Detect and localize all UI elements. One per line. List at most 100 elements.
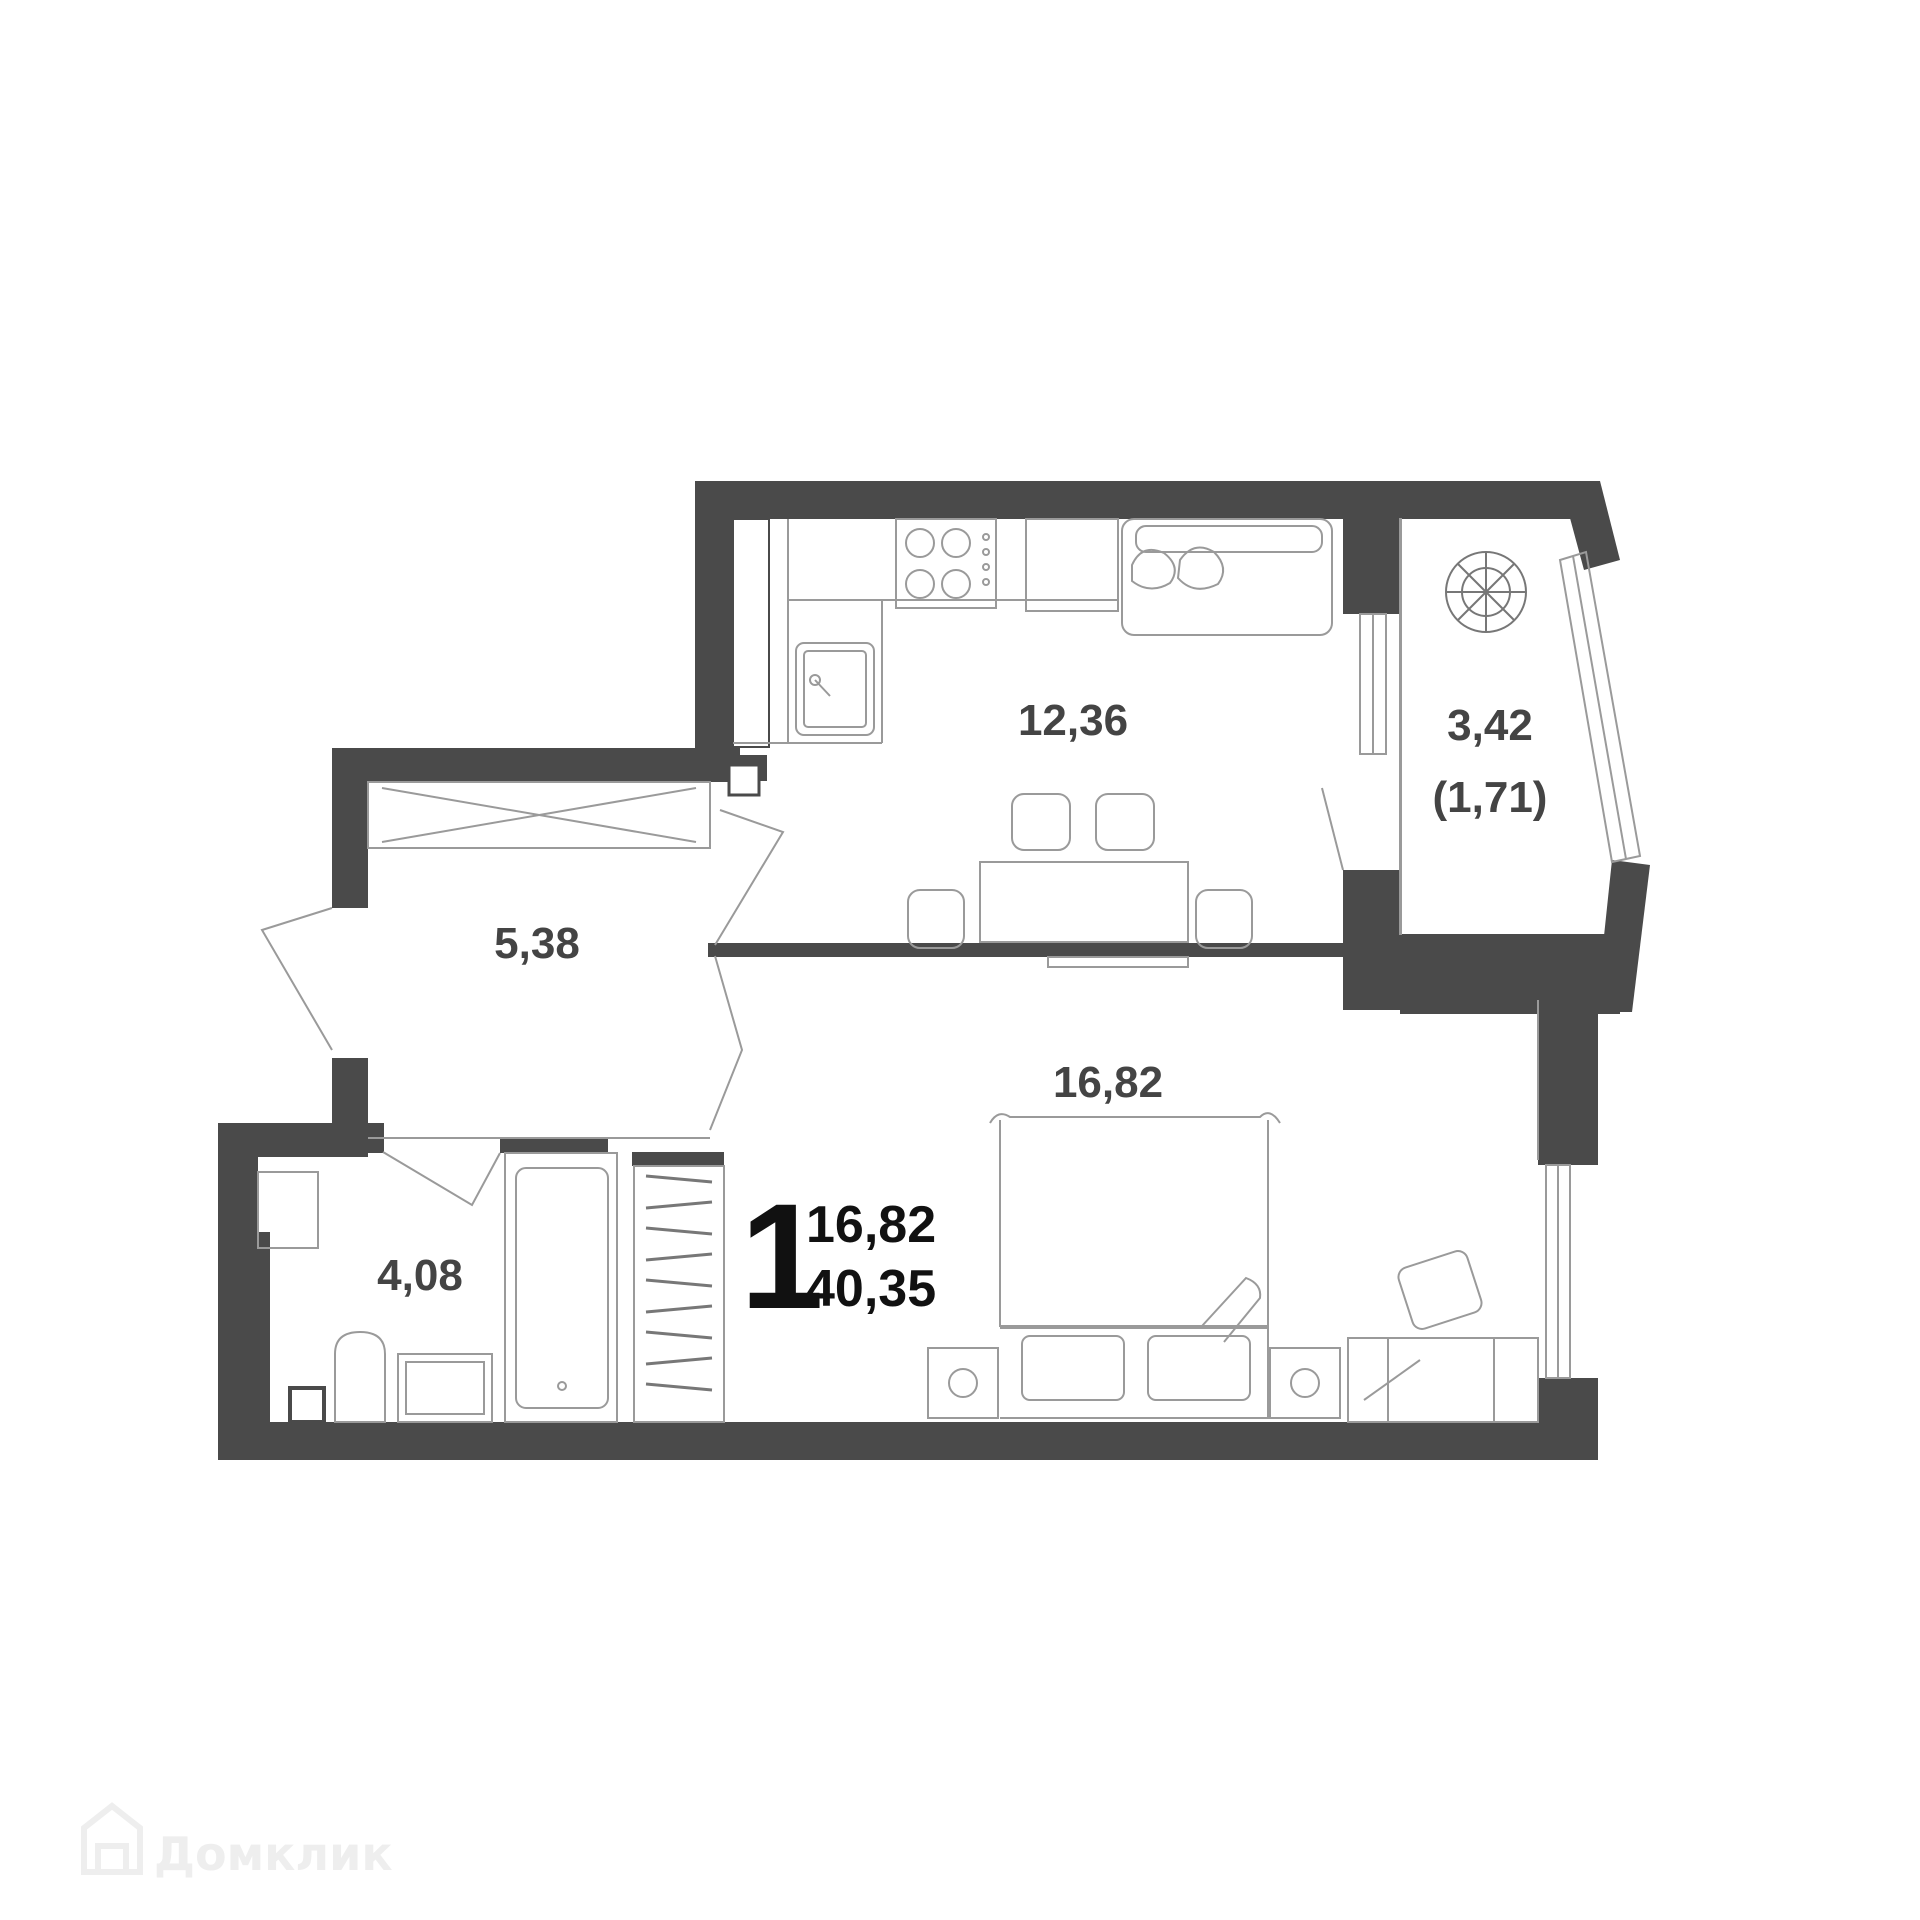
wall-balcony-bottom	[1400, 934, 1620, 1014]
bathtub	[504, 1152, 618, 1423]
balcony-window	[1558, 550, 1642, 864]
hanger-line	[645, 1356, 713, 1366]
bath-sink-basin	[405, 1361, 485, 1415]
hall-wardrobe-diag-2	[381, 787, 697, 843]
burner-2	[941, 528, 971, 558]
wall-left-mid	[332, 1058, 368, 1123]
bedside-right	[1269, 1347, 1341, 1419]
kitchen-sofa-back	[1135, 525, 1323, 553]
tv	[1047, 956, 1189, 968]
wall-kitchen-left-outer	[695, 481, 733, 773]
area-labels: 12,36 5,38 16,82 4,08 3,42 (1,71)	[377, 696, 1547, 1300]
pillow-2	[1147, 1335, 1251, 1401]
desk	[1347, 1337, 1539, 1423]
wall-bath-inner-strip	[256, 1232, 270, 1422]
dining-table	[979, 861, 1189, 943]
burner-1	[905, 528, 935, 558]
kitchen-sink	[795, 642, 875, 736]
column-kitchen-left	[732, 518, 770, 748]
wall-kitchen-living	[708, 943, 1348, 957]
area-label-balcony-reduced: (1,71)	[1433, 773, 1548, 822]
chair-top-right	[1095, 793, 1155, 851]
kitchen-sink-basin	[803, 650, 867, 728]
wall-balcony-top	[1560, 481, 1620, 570]
cushion-1	[1131, 549, 1176, 590]
living-area-total: 16,82	[806, 1196, 936, 1254]
bed-head	[1000, 1327, 1269, 1419]
hall-wardrobe	[367, 781, 711, 849]
fixtures	[257, 518, 1642, 1423]
wall-kitchen-balcony-lower	[1343, 870, 1400, 1010]
hanger-line	[645, 1200, 713, 1210]
wall-hall-top	[332, 748, 740, 782]
wall-bath-top-left	[218, 1123, 368, 1157]
knob-3	[982, 563, 990, 571]
wall-bath-right-top	[500, 1137, 608, 1153]
plant-icon	[1445, 551, 1527, 633]
sink-tap	[814, 679, 831, 697]
wall-right-upper	[1538, 990, 1598, 1165]
home-logo-icon	[81, 1802, 143, 1875]
wall-bath-left	[218, 1123, 258, 1460]
wall-right-lower	[1538, 1378, 1598, 1460]
area-label-kitchen: 12,36	[1018, 696, 1128, 745]
total-area: 40,35	[806, 1260, 936, 1318]
wall-wardrobe-top	[632, 1152, 724, 1166]
knob-4	[982, 578, 990, 586]
bed	[999, 1120, 1269, 1327]
area-label-hall: 5,38	[494, 919, 580, 968]
bathtub-inner	[515, 1167, 609, 1409]
lamp-right	[1290, 1368, 1320, 1398]
watermark-text: Домклик	[154, 1827, 393, 1881]
burner-4	[941, 569, 971, 599]
kitchen-counter	[787, 519, 1119, 601]
toilet	[334, 1330, 386, 1423]
desk-lamp	[1363, 1359, 1421, 1401]
balcony-inner-edge	[1399, 518, 1402, 935]
area-label-bathroom: 4,08	[377, 1251, 463, 1300]
bedside-left	[927, 1347, 999, 1419]
cushion-2	[1176, 546, 1225, 590]
bathroom-door	[382, 1151, 501, 1207]
walls	[218, 481, 1650, 1460]
hanger-line	[645, 1278, 713, 1288]
bathtub-drain	[557, 1381, 567, 1391]
entry-door	[260, 907, 333, 1051]
wall-kitchen-balcony-upper	[1343, 519, 1400, 614]
bed-footboard	[989, 1112, 1281, 1124]
wall-top	[695, 481, 1600, 519]
wall-left-upper	[332, 748, 368, 908]
kitchen-sofa	[1121, 518, 1333, 636]
hangers	[645, 1174, 713, 1392]
shaft-bathroom	[288, 1386, 326, 1424]
area-label-balcony: 3,42	[1447, 701, 1533, 750]
shaft-small	[727, 763, 761, 797]
watermark: Домклик	[81, 1802, 393, 1881]
wall-bottom	[218, 1422, 1598, 1460]
chair-left	[907, 889, 965, 949]
burner-3	[905, 569, 935, 599]
balcony-door	[1321, 787, 1344, 871]
hanger-line	[645, 1252, 713, 1262]
chair-top-left	[1011, 793, 1071, 851]
rooms-count: 1	[740, 1172, 823, 1340]
hanger-line	[645, 1226, 713, 1236]
fridge	[1025, 518, 1119, 612]
hanger-line	[645, 1174, 713, 1184]
knob-1	[982, 533, 990, 541]
washing-machine	[257, 1171, 319, 1249]
blanket-fold	[1201, 1276, 1262, 1343]
hanger-line	[645, 1330, 713, 1340]
chair-right	[1195, 889, 1253, 949]
sink-drain	[809, 674, 821, 686]
apartment-summary: 1 16,82 40,35	[740, 1172, 936, 1340]
office-chair	[1397, 1250, 1483, 1330]
pillow-1	[1021, 1335, 1125, 1401]
living-wardrobe	[633, 1165, 725, 1423]
stove	[895, 518, 997, 609]
knob-2	[982, 548, 990, 556]
hanger-line	[645, 1382, 713, 1392]
area-label-living: 16,82	[1053, 1058, 1163, 1107]
